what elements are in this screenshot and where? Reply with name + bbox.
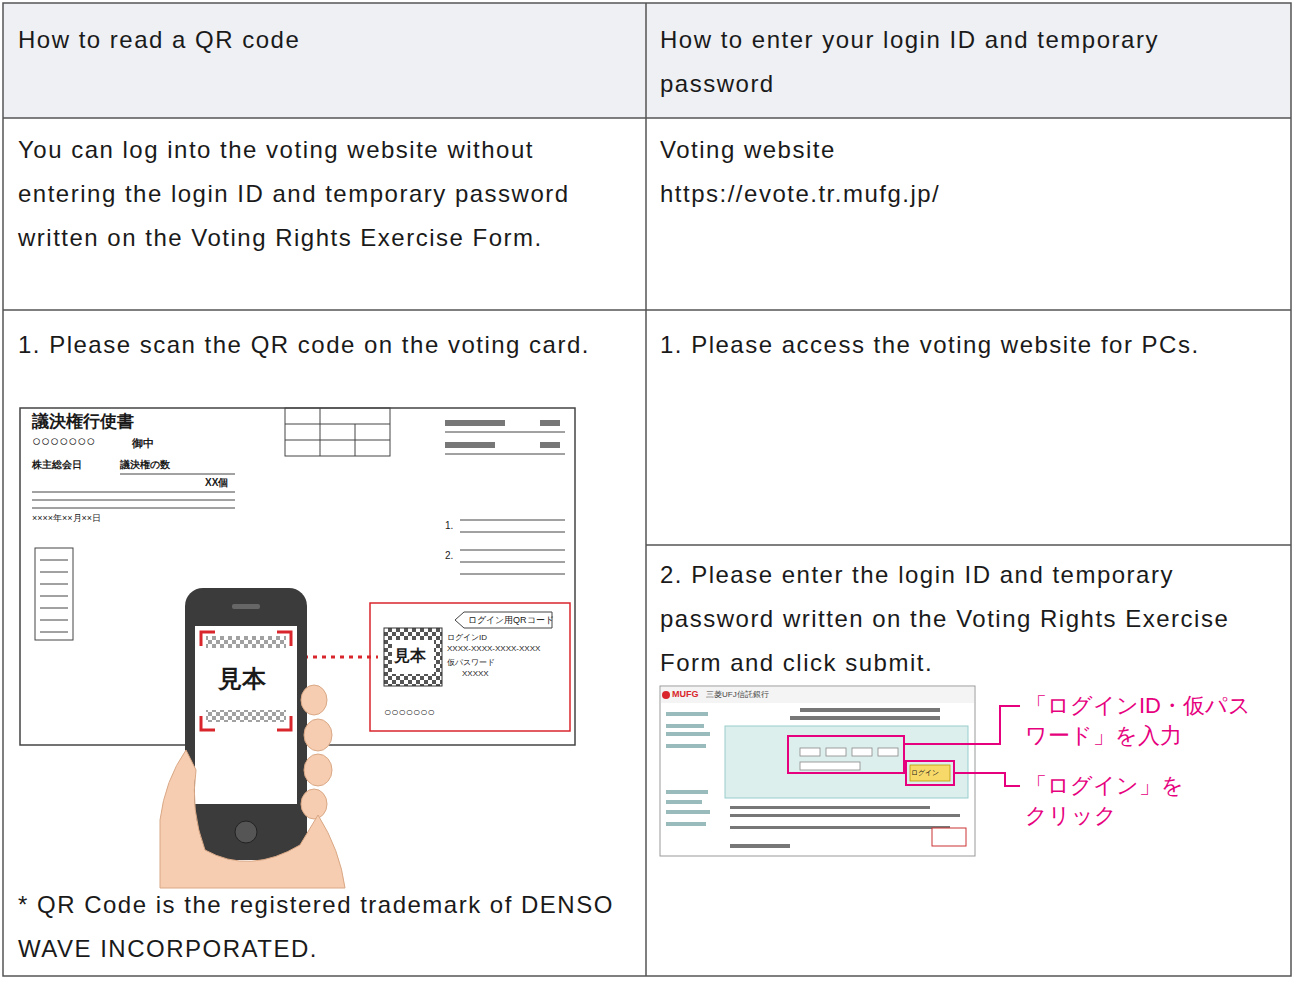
column-heading: How to enter your login ID and temporary… bbox=[660, 18, 1280, 106]
card-text: XXXXX bbox=[462, 669, 512, 679]
table-cell: You can log into the voting website with… bbox=[18, 128, 633, 260]
card-code: ○○○○○○○ bbox=[384, 705, 494, 720]
list-number: 1. bbox=[445, 519, 459, 532]
website-screenshot bbox=[660, 686, 1020, 856]
card-text: 御中 bbox=[132, 436, 172, 450]
button-text: ログイン bbox=[911, 767, 951, 778]
card-text: XX個 bbox=[205, 476, 245, 489]
sample-mark: 見本 bbox=[218, 664, 278, 694]
phone-hand-illustration bbox=[160, 588, 345, 888]
card-text: 仮パスワード bbox=[447, 658, 517, 668]
column-heading: How to read a QR code bbox=[18, 18, 633, 62]
card-addressee: ○○○○○○○ bbox=[32, 432, 142, 450]
card-text: ログインID bbox=[447, 633, 517, 643]
step-text: 1. Please scan the QR code on the voting… bbox=[18, 323, 633, 367]
bank-name: 三菱UFJ信託銀行 bbox=[706, 688, 796, 701]
qr-tag: ログイン用QRコード bbox=[468, 614, 558, 626]
callout-text: 「ログイン」をクリック bbox=[1025, 771, 1185, 831]
step-text: 2. Please enter the login ID and tempora… bbox=[660, 553, 1280, 685]
list-number: 2. bbox=[445, 549, 459, 562]
card-text: 株主総会日 bbox=[32, 458, 112, 471]
table-cell: Voting website bbox=[660, 128, 1280, 172]
card-date: ××××年××月××日 bbox=[32, 512, 172, 524]
card-text: 議決権の数 bbox=[120, 458, 200, 471]
table-grid bbox=[3, 3, 1291, 976]
card-title: 議決権行使書 bbox=[32, 412, 172, 432]
step-text: 1. Please access the voting website for … bbox=[660, 323, 1280, 367]
sample-mark: 見本 bbox=[394, 645, 434, 667]
url-text: https://evote.tr.mufg.jp/ bbox=[660, 172, 1280, 216]
footnote: * QR Code is the registered trademark of… bbox=[18, 883, 633, 971]
card-text: XXXX-XXXX-XXXX-XXXX bbox=[447, 644, 567, 654]
callout-text: 「ログインID・仮パスワード」を入力 bbox=[1025, 691, 1260, 751]
